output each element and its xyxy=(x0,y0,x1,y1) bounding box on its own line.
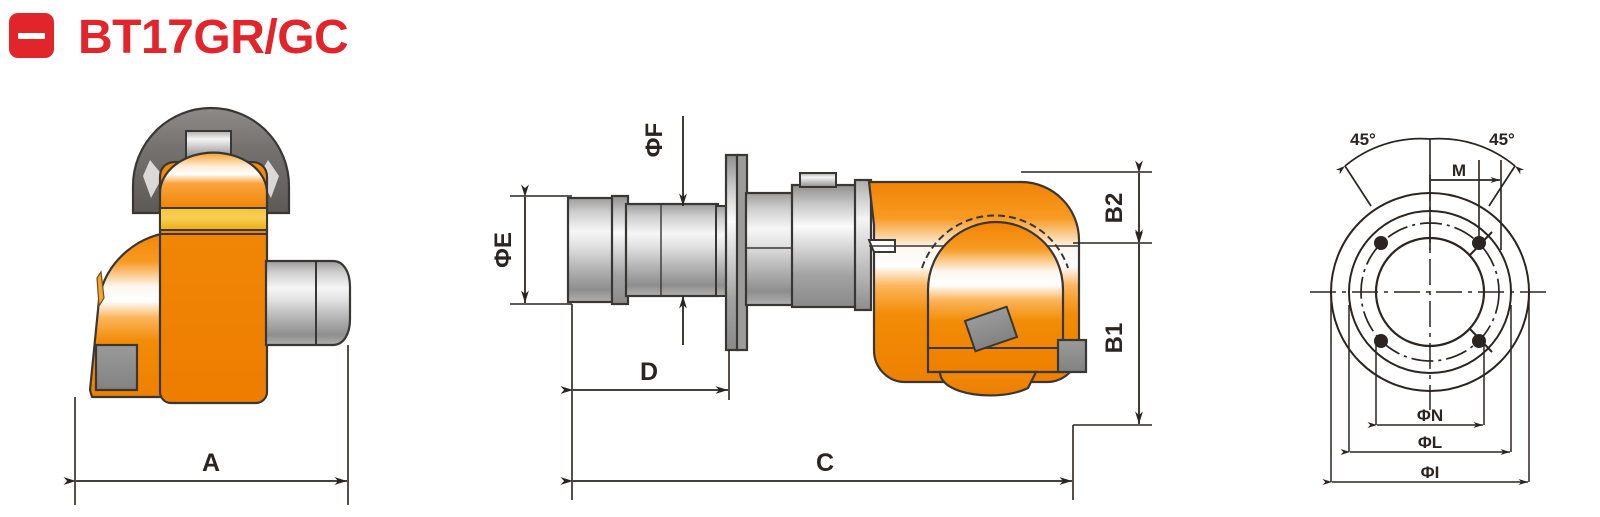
burner-body-elbow xyxy=(867,180,1088,397)
flange-slot-ticks xyxy=(1469,231,1493,353)
minus-icon xyxy=(9,13,54,58)
connector-block xyxy=(1056,338,1088,374)
dimension-phi-F-label: ΦF xyxy=(641,123,668,157)
dimension-phi-E-label: ΦE xyxy=(490,232,517,268)
intermediate-sleeve xyxy=(744,172,873,312)
bolt-hole xyxy=(1374,236,1388,250)
mounting-flange xyxy=(724,153,749,352)
dimension-phi-N: ΦN xyxy=(1367,341,1485,428)
angle-left-label: 45° xyxy=(1350,130,1376,149)
bolt-hole xyxy=(1374,334,1388,348)
burner-body xyxy=(158,151,269,405)
bolt-hole xyxy=(1472,334,1486,348)
dimension-phi-I-label: ΦI xyxy=(1421,463,1440,482)
dimension-phi-N-label: ΦN xyxy=(1417,406,1443,425)
flange-detail-view: 45° 45° M ΦN ΦL xyxy=(1310,130,1552,485)
dimension-C: C xyxy=(560,400,1074,500)
control-panel-plate xyxy=(94,343,139,392)
page-header: BT17GR/GC xyxy=(0,0,1600,78)
dimension-A: A xyxy=(63,345,349,505)
dimension-B2: B2 xyxy=(1021,160,1152,244)
dimension-phi-I: ΦI xyxy=(1322,292,1530,485)
page-title: BT17GR/GC xyxy=(78,11,349,64)
dimension-B2-label: B2 xyxy=(1101,193,1128,224)
flange-centerlines xyxy=(1310,175,1552,410)
dimension-A-label: A xyxy=(202,449,220,477)
angle-right-label: 45° xyxy=(1489,130,1515,149)
minus-icon-bar xyxy=(18,32,45,39)
blast-tube xyxy=(566,194,720,306)
motor-cylinder xyxy=(264,259,352,347)
dimension-B1: B1 xyxy=(1073,231,1152,426)
dimension-phi-E: ΦE xyxy=(490,184,572,305)
dimension-phi-F: ΦF xyxy=(641,116,687,345)
dimension-D-label: D xyxy=(640,358,658,386)
dimension-phi-L-label: ΦL xyxy=(1418,433,1442,452)
dimension-B1-label: B1 xyxy=(1101,323,1128,354)
nameplate xyxy=(963,305,1019,353)
dimension-M-label: M xyxy=(1452,161,1466,180)
angle-dimensions xyxy=(1335,137,1525,207)
front-view: A xyxy=(63,106,352,505)
dimension-C-label: C xyxy=(816,449,834,477)
dimension-phi-L: ΦL xyxy=(1340,305,1512,455)
dimension-D: D xyxy=(560,304,730,400)
side-view: ΦE ΦF D B2 xyxy=(490,116,1152,500)
dimension-M: M xyxy=(1429,139,1502,250)
